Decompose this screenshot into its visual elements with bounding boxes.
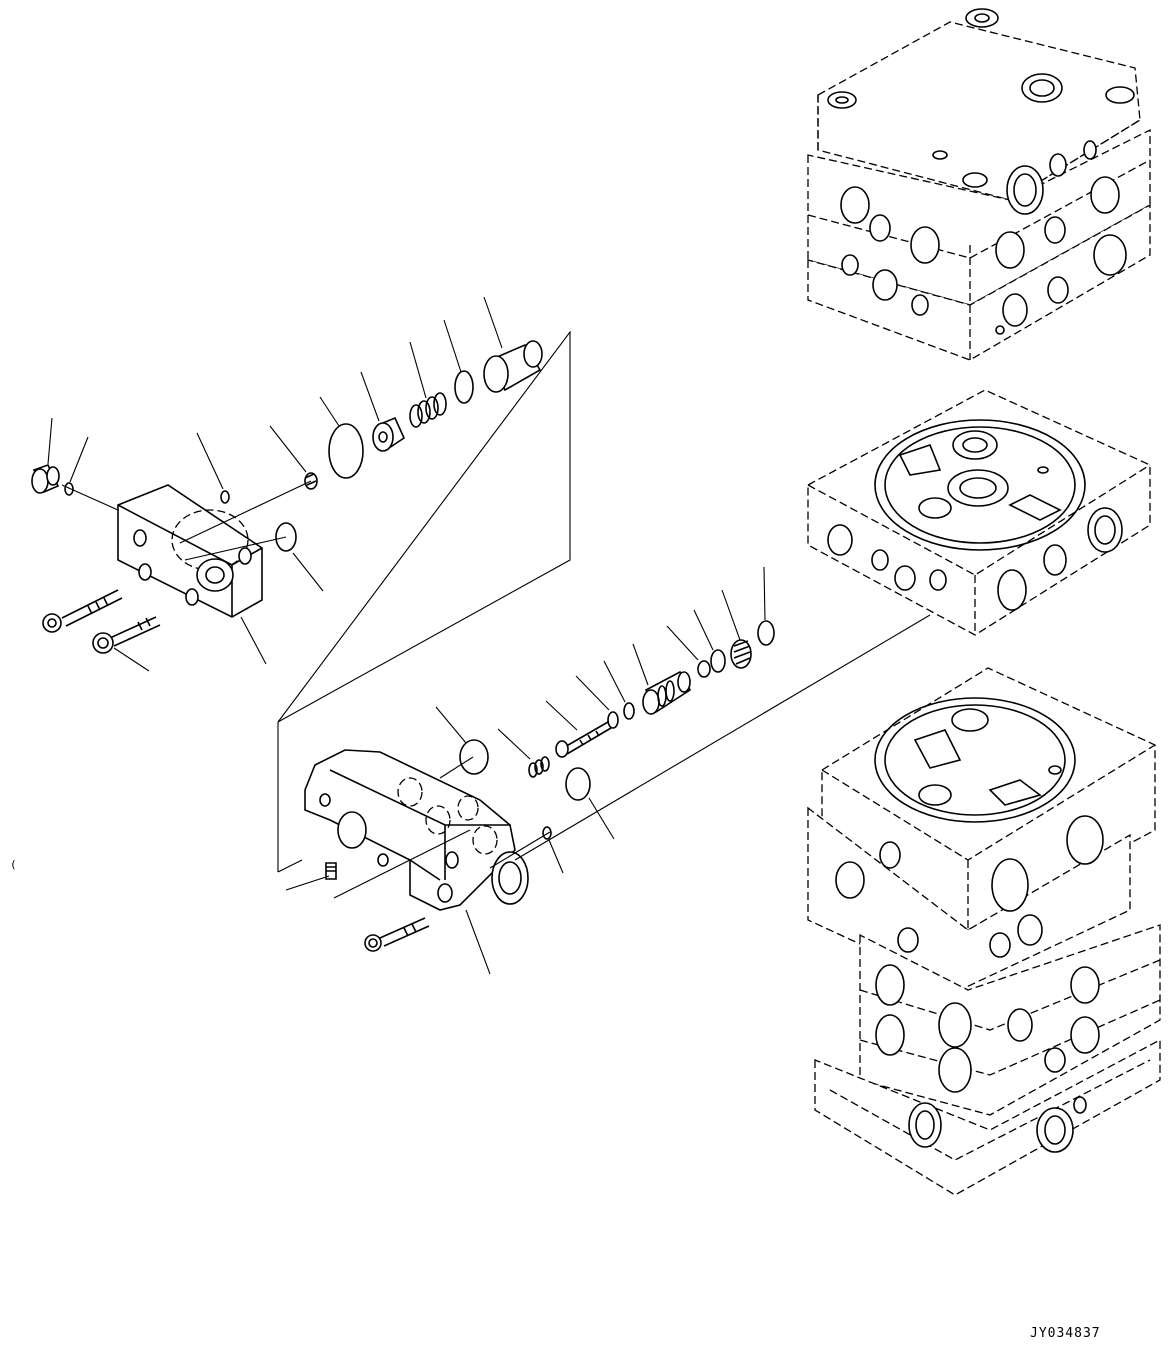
spool [643,672,690,714]
spring-seat [373,418,404,451]
o-ring-body-top [460,740,488,774]
o-ring-left [65,483,73,495]
o-ring-large [329,424,363,478]
valve-section-top [808,9,1150,360]
valve-section-middle [808,390,1150,635]
bolt-upper [43,590,122,632]
leader-lines [48,297,765,974]
valve-section-bottom [808,668,1160,1195]
bolt-body [365,918,429,951]
spring-upper [410,393,446,427]
o-ring-end [758,621,774,645]
ring-spool [711,650,725,672]
bolt-lower [93,617,160,653]
plug-spool [731,640,751,668]
backup-ring [455,371,473,403]
piston [484,341,542,392]
o-ring-stem-2 [624,703,634,719]
o-ring-stem [608,712,618,728]
plug-left [32,465,59,493]
assembly-lines [62,332,930,898]
valve-body [305,750,528,910]
drawing-id-label: JY034837 [1030,1326,1101,1341]
o-ring-spool [698,661,710,677]
o-ring-small [221,491,229,503]
cover-block [118,485,262,617]
poppet [556,722,611,757]
spring-lower [529,757,549,777]
o-ring-tiny [543,827,551,839]
margin-mark: ( [10,858,17,871]
plug-lower [326,863,336,879]
o-ring-body-side [566,768,590,800]
